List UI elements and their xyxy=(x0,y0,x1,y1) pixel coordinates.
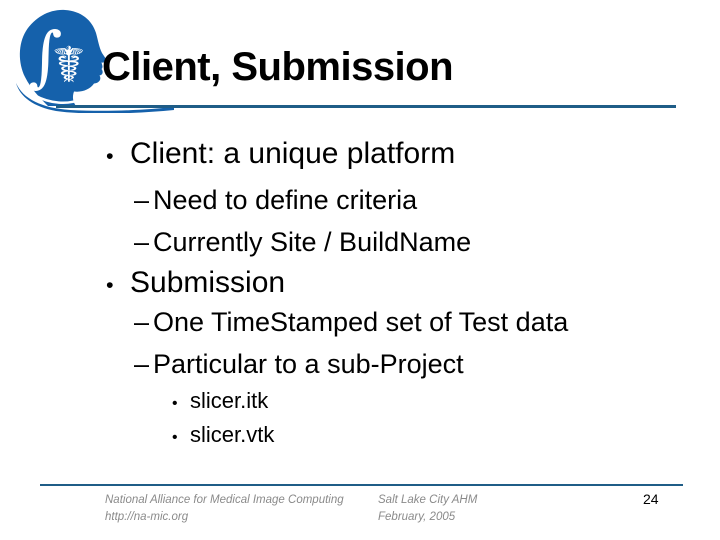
sub-bullet-subproject: –Particular to a sub-Project xyxy=(134,348,464,380)
slide-title: Client, Submission xyxy=(102,45,454,89)
logo-swoosh xyxy=(16,83,174,113)
bullet-text: Particular to a sub-Project xyxy=(153,349,464,379)
sub-bullet-buildname: –Currently Site / BuildName xyxy=(134,226,471,258)
footer-rule xyxy=(40,484,683,486)
bullet-client: • Client: a unique platform xyxy=(106,136,455,172)
dash-icon: – xyxy=(134,307,150,337)
sub-sub-bullet-slicer-itk: • slicer.itk xyxy=(172,388,268,414)
dash-icon: – xyxy=(134,185,150,215)
logo-head xyxy=(19,9,107,106)
bullet-text: Submission xyxy=(130,266,286,299)
bullet-dot-icon: • xyxy=(106,143,114,168)
bullet-text: slicer.itk xyxy=(190,388,269,413)
bullet-dot-icon: • xyxy=(172,429,178,446)
bullet-text: One TimeStamped set of Test data xyxy=(153,307,569,337)
sub-bullet-timestamped: –One TimeStamped set of Test data xyxy=(134,306,568,338)
sub-bullet-criteria: –Need to define criteria xyxy=(134,184,417,216)
footer-event: Salt Lake City AHM February, 2005 xyxy=(378,492,477,525)
bullet-dot-icon: • xyxy=(172,395,178,412)
logo-collar xyxy=(33,93,83,104)
bullet-text: slicer.vtk xyxy=(190,422,275,447)
sub-sub-bullet-slicer-vtk: • slicer.vtk xyxy=(172,422,274,448)
footer-event-date: February, 2005 xyxy=(378,510,456,523)
integral-icon: ∫ xyxy=(28,18,62,95)
bullet-text: Need to define criteria xyxy=(153,185,418,215)
title-underline-rule xyxy=(56,105,676,108)
dash-icon: – xyxy=(134,227,150,257)
footer-event-name: Salt Lake City AHM xyxy=(378,494,478,506)
na-mic-brain-logo: ∫ ☤ xyxy=(16,9,174,113)
bullet-text: Currently Site / BuildName xyxy=(153,227,472,257)
bullet-dot-icon: • xyxy=(106,272,114,297)
footer-org-name: National Alliance for Medical Image Comp… xyxy=(105,494,344,506)
caduceus-icon: ☤ xyxy=(52,36,85,94)
footer-org-url: http://na-mic.org xyxy=(105,510,189,523)
dash-icon: – xyxy=(134,349,150,379)
bullet-text: Client: a unique platform xyxy=(130,137,456,170)
page-number: 24 xyxy=(643,491,659,507)
bullet-submission: • Submission xyxy=(106,265,285,301)
footer-organization: National Alliance for Medical Image Comp… xyxy=(105,492,344,525)
